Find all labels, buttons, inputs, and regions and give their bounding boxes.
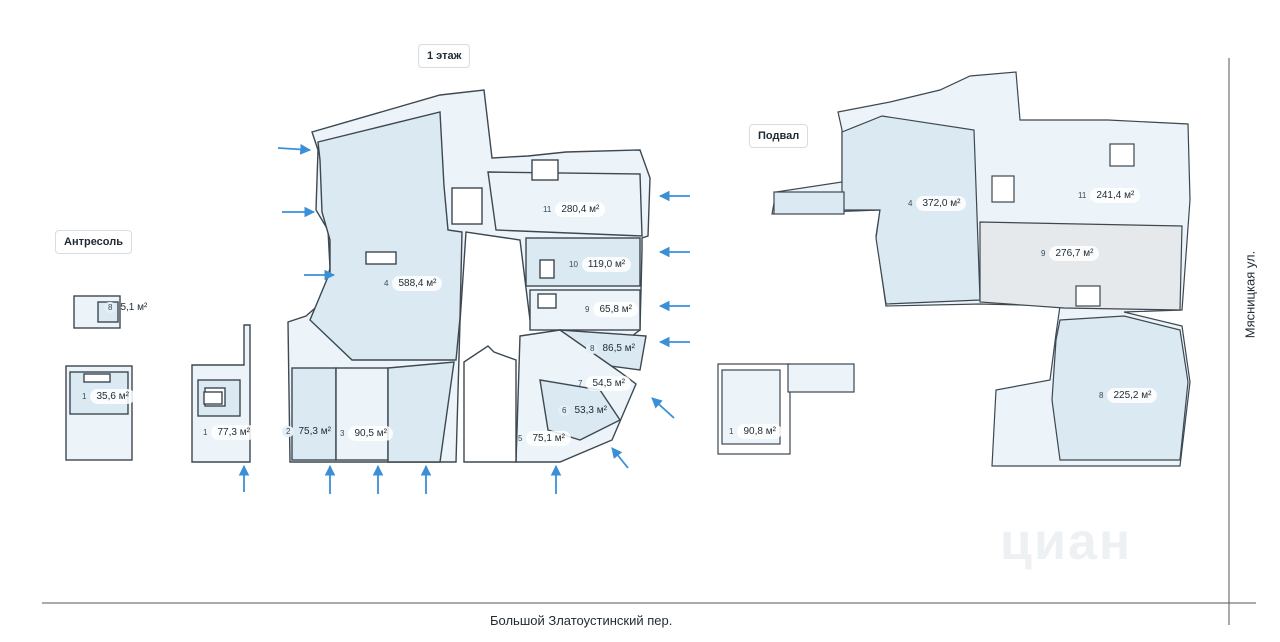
mezzanine-plan (65, 295, 133, 461)
room-area: 241,4 м² (1090, 188, 1141, 203)
room-label[interactable]: 4 588,4 м² (384, 276, 443, 291)
room-number: 6 (558, 405, 571, 416)
room-number: 1 (729, 427, 734, 436)
room-number: 2 (282, 426, 295, 437)
room-area: 53,3 м² (574, 405, 607, 416)
room-area: 77,3 м² (211, 425, 256, 440)
room-label[interactable]: 5 75,1 м² (518, 431, 571, 446)
room-number: 4 (384, 279, 389, 288)
room-number: 10 (569, 260, 578, 269)
room-number: 4 (908, 199, 913, 208)
room-number: 9 (585, 305, 590, 314)
watermark-logo: циан (1000, 513, 1133, 571)
room-area: 588,4 м² (392, 276, 443, 291)
room-area: 86,5 м² (602, 343, 635, 354)
section-label-first-floor[interactable]: 1 этаж (418, 44, 471, 68)
basement-plan (717, 71, 1191, 467)
room-label[interactable]: 4 372,0 м² (908, 196, 967, 211)
room-area: 75,3 м² (298, 426, 331, 437)
section-label-basement[interactable]: Подвал (749, 124, 809, 148)
room-label[interactable]: 1 77,3 м² (203, 425, 256, 440)
room-area: 225,2 м² (1107, 388, 1158, 403)
room-number: 5 (518, 434, 523, 443)
room-number: 3 (340, 429, 345, 438)
room-label[interactable]: 8 86,5 м² (586, 343, 635, 354)
room-number: 1 (82, 392, 87, 401)
room-area: 119,0 м² (581, 257, 632, 272)
room-label[interactable]: 8 5,1 м² (104, 302, 147, 313)
room-label[interactable]: 9 65,8 м² (585, 302, 638, 317)
room-number: 11 (1078, 191, 1087, 200)
room-area: 276,7 м² (1049, 246, 1100, 261)
room-number: 7 (578, 379, 583, 388)
room-area: 54,5 м² (586, 376, 631, 391)
room-number: 9 (1041, 249, 1046, 258)
room-label[interactable]: 2 75,3 м² (282, 426, 331, 437)
room-number: 11 (543, 205, 552, 214)
room-label[interactable]: 11 241,4 м² (1078, 188, 1141, 203)
first-floor-plan (191, 89, 651, 463)
section-label-mezzanine[interactable]: Антресоль (55, 230, 132, 254)
room-number: 8 (104, 302, 117, 313)
room-number: 1 (203, 428, 208, 437)
room-number: 8 (1099, 391, 1104, 400)
room-label[interactable]: 1 35,6 м² (82, 389, 135, 404)
room-label[interactable]: 7 54,5 м² (578, 376, 631, 391)
room-area: 65,8 м² (593, 302, 638, 317)
entrance-arrows (238, 144, 690, 494)
room-area: 280,4 м² (555, 202, 606, 217)
room-area: 90,8 м² (737, 424, 782, 439)
room-label[interactable]: 9 276,7 м² (1041, 246, 1100, 261)
room-area: 75,1 м² (526, 431, 571, 446)
room-area: 5,1 м² (120, 302, 148, 313)
room-area: 90,5 м² (348, 426, 393, 441)
room-label[interactable]: 6 53,3 м² (558, 405, 607, 416)
street-name-right: Мясницкая ул. (1242, 250, 1258, 339)
street-name-bottom: Большой Златоустинский пер. (490, 613, 673, 628)
room-label[interactable]: 11 280,4 м² (543, 202, 606, 217)
room-label[interactable]: 1 90,8 м² (729, 424, 782, 439)
room-number: 8 (586, 343, 599, 354)
room-label[interactable]: 3 90,5 м² (340, 426, 393, 441)
room-label[interactable]: 10 119,0 м² (569, 257, 632, 272)
room-area: 372,0 м² (916, 196, 967, 211)
room-area: 35,6 м² (90, 389, 135, 404)
room-label[interactable]: 8 225,2 м² (1099, 388, 1158, 403)
